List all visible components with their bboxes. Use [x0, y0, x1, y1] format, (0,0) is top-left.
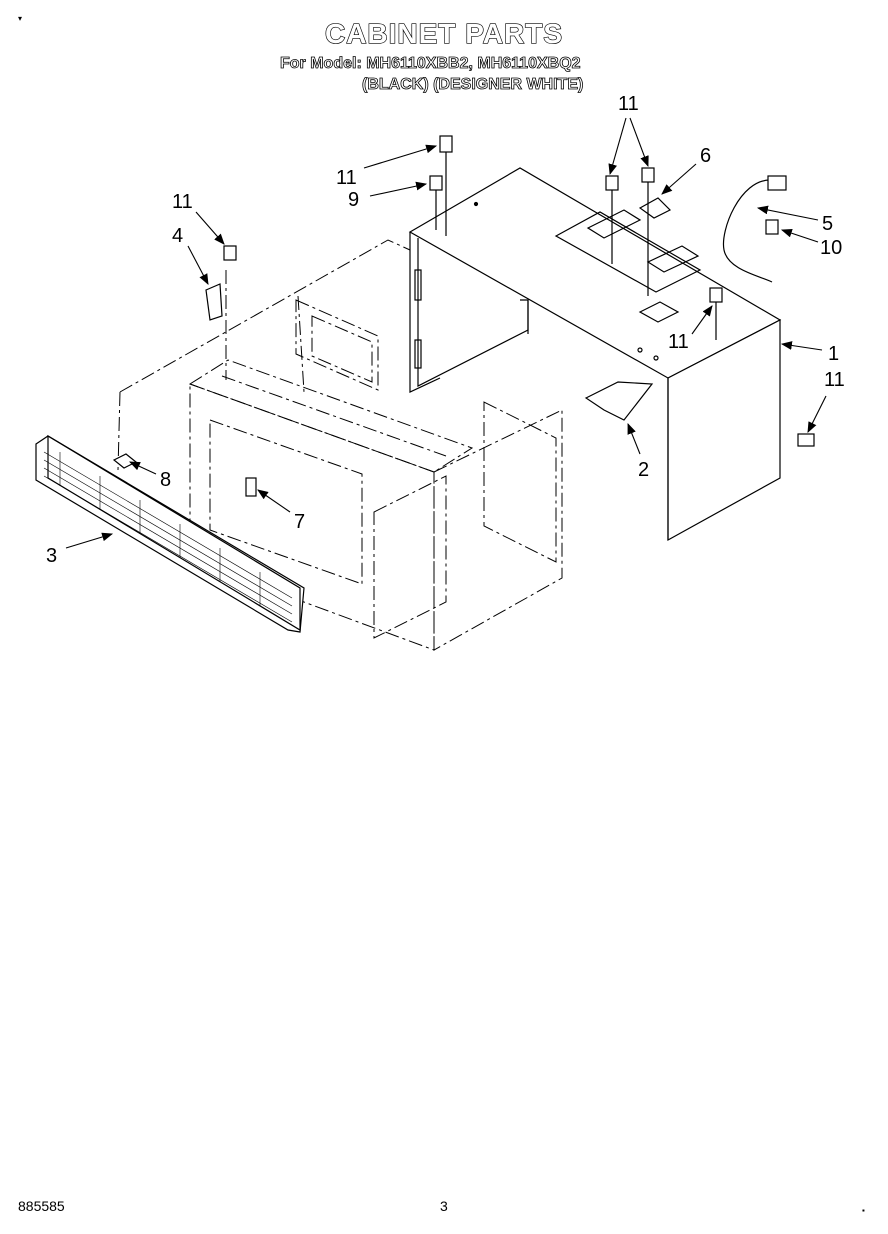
callout-1: 1 — [828, 343, 839, 365]
callout-2: 2 — [638, 459, 649, 481]
page-number: 3 — [440, 1198, 448, 1214]
corner-mark-bottom-right: ▪ — [862, 1206, 865, 1215]
callout-11-a: 11 — [336, 167, 357, 189]
page-title: CABINET PARTS — [324, 17, 564, 49]
callout-6: 6 — [700, 145, 711, 167]
small-parts — [112, 135, 815, 497]
front-grille — [35, 434, 305, 633]
callout-11-c: 11 — [618, 93, 639, 115]
callout-8: 8 — [160, 469, 171, 491]
callout-11-e: 11 — [824, 369, 845, 391]
callout-5: 5 — [822, 213, 833, 235]
callout-7: 7 — [294, 511, 305, 533]
callout-9: 9 — [348, 189, 359, 211]
color-line: (BLACK) (DESIGNER WHITE) — [362, 76, 584, 94]
callout-10: 10 — [820, 237, 842, 259]
callout-11-d: 11 — [668, 331, 689, 353]
doc-number: 885585 — [18, 1198, 65, 1214]
inner-cavity — [117, 239, 563, 651]
callout-11-b: 11 — [172, 191, 193, 213]
callout-4: 4 — [172, 225, 183, 247]
leader-arrows — [65, 117, 827, 549]
callout-3: 3 — [46, 545, 57, 567]
corner-mark-top-left: ▾ — [18, 14, 23, 23]
outer-cabinet — [408, 167, 782, 542]
model-line: For Model: MH6110XBB2, MH6110XBQ2 — [280, 55, 581, 73]
